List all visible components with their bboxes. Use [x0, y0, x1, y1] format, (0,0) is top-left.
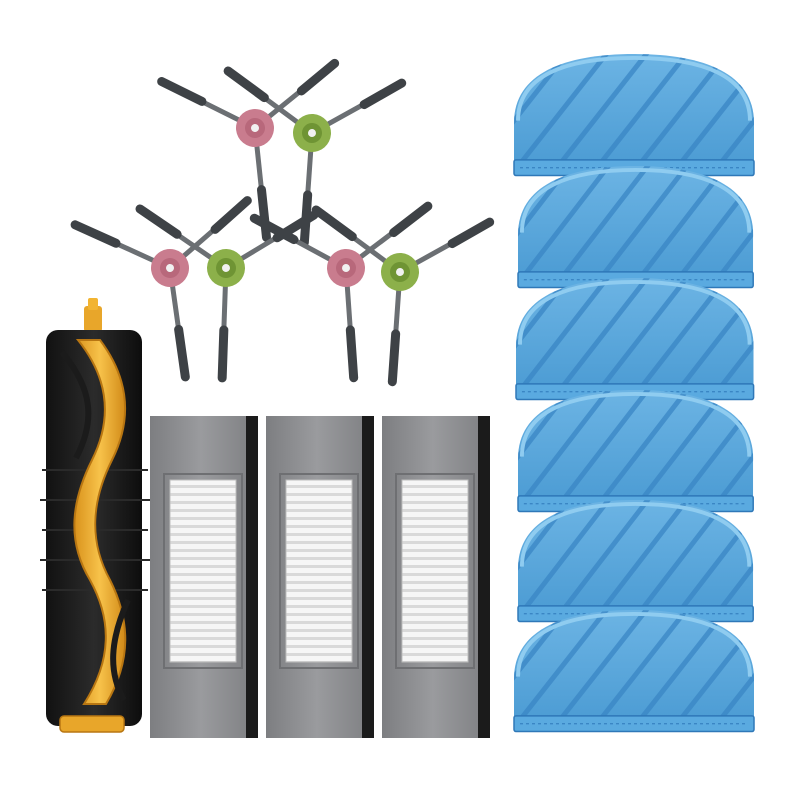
side-brush [217, 71, 402, 249]
side-brush [254, 206, 439, 384]
hepa-filter [381, 415, 491, 739]
side-brush [162, 63, 352, 246]
side-brushes [75, 63, 490, 389]
main-roller-brush [40, 298, 150, 733]
side-brush [75, 201, 270, 390]
hepa-filter [265, 415, 375, 739]
side-brush [134, 209, 314, 381]
side-brush [305, 210, 490, 388]
hepa-filters [149, 415, 491, 739]
hepa-filter [149, 415, 259, 739]
